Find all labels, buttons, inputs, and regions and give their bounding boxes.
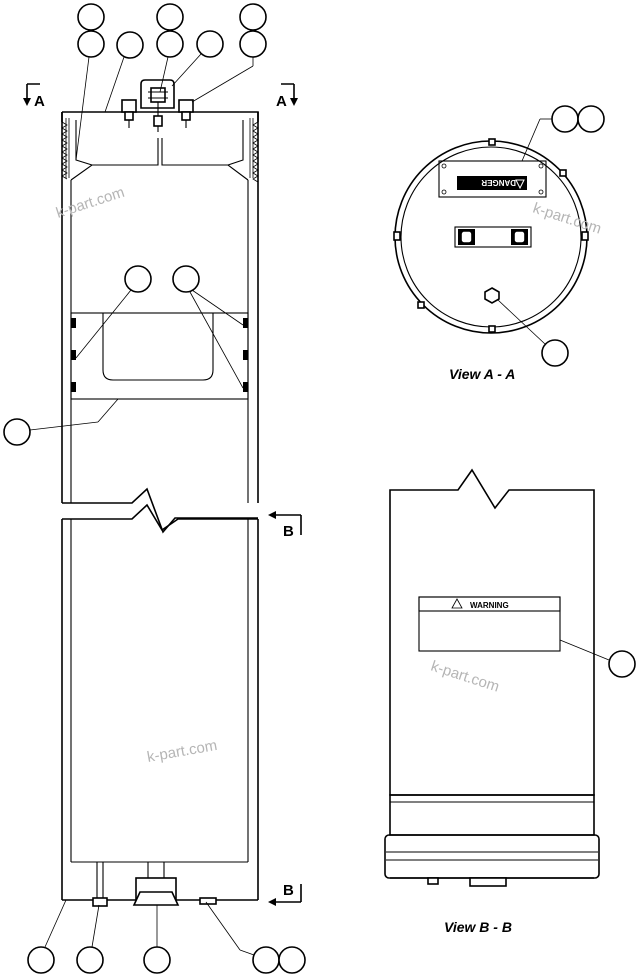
callout-bubble: [27, 946, 55, 974]
svg-text:k-part.com: k-part.com: [146, 737, 219, 766]
view-a-handle: [454, 226, 532, 248]
cylinder-upper-section: [61, 79, 259, 534]
callout-bubble: [541, 339, 569, 367]
svg-text:View A - A: View A - A: [449, 366, 515, 382]
cylinder-lower-section: [61, 503, 259, 907]
svg-text:k-part.com: k-part.com: [429, 658, 502, 696]
callout-bubble: [239, 3, 267, 31]
top-breather-fitting: [140, 79, 175, 132]
svg-text:A: A: [34, 93, 45, 110]
svg-text:A: A: [276, 93, 287, 110]
svg-text:View B - B: View B - B: [444, 919, 512, 935]
callout-bubble: [577, 105, 605, 133]
callout-bubble: [76, 946, 104, 974]
break-line-upper: [62, 487, 258, 534]
thread-right: [249, 118, 259, 183]
callout-bubble: [124, 265, 152, 293]
callout-bubble: [551, 105, 579, 133]
thread-left: [61, 118, 70, 180]
callout-bubble: [3, 418, 31, 446]
callout-bubble: [278, 946, 306, 974]
section-marker-b-bottom: B: [268, 882, 302, 906]
view-a-a: DANGER View A - A: [393, 138, 589, 382]
top-bolt-right: [178, 99, 194, 128]
callout-bubble: [608, 650, 636, 678]
callout-bubble: [77, 30, 105, 58]
callout-bubble: [252, 946, 280, 974]
callout-bubble: [196, 30, 224, 58]
top-bolt-left: [121, 99, 137, 128]
section-marker-a-right: A: [276, 83, 298, 110]
bottom-tab: [199, 897, 217, 905]
section-marker-b-top: B: [268, 511, 302, 540]
svg-text:WARNING: WARNING: [470, 601, 509, 610]
callout-bubbles: [3, 3, 636, 974]
danger-decal: [457, 176, 527, 190]
danger-decal-plate: [438, 160, 547, 198]
view-a-center-plug: [484, 287, 500, 304]
callout-bubble: [143, 946, 171, 974]
callout-bubble: [156, 3, 184, 31]
view-b-b: WARNING View B - B: [384, 468, 600, 935]
callout-bubble: [77, 3, 105, 31]
svg-text:DANGER: DANGER: [481, 178, 516, 187]
callout-bubble: [156, 30, 184, 58]
svg-text:B: B: [283, 523, 294, 540]
window-bracket: [70, 312, 249, 400]
svg-text:k-part.com: k-part.com: [54, 184, 127, 222]
drain-plug: [132, 862, 180, 906]
section-marker-a-left: A: [23, 83, 45, 110]
svg-text:k-part.com: k-part.com: [531, 200, 604, 238]
svg-text:B: B: [283, 882, 294, 899]
bottom-bolt: [92, 862, 108, 907]
callout-bubble: [172, 265, 200, 293]
callout-bubble: [116, 31, 144, 59]
callout-bubble: [239, 30, 267, 58]
